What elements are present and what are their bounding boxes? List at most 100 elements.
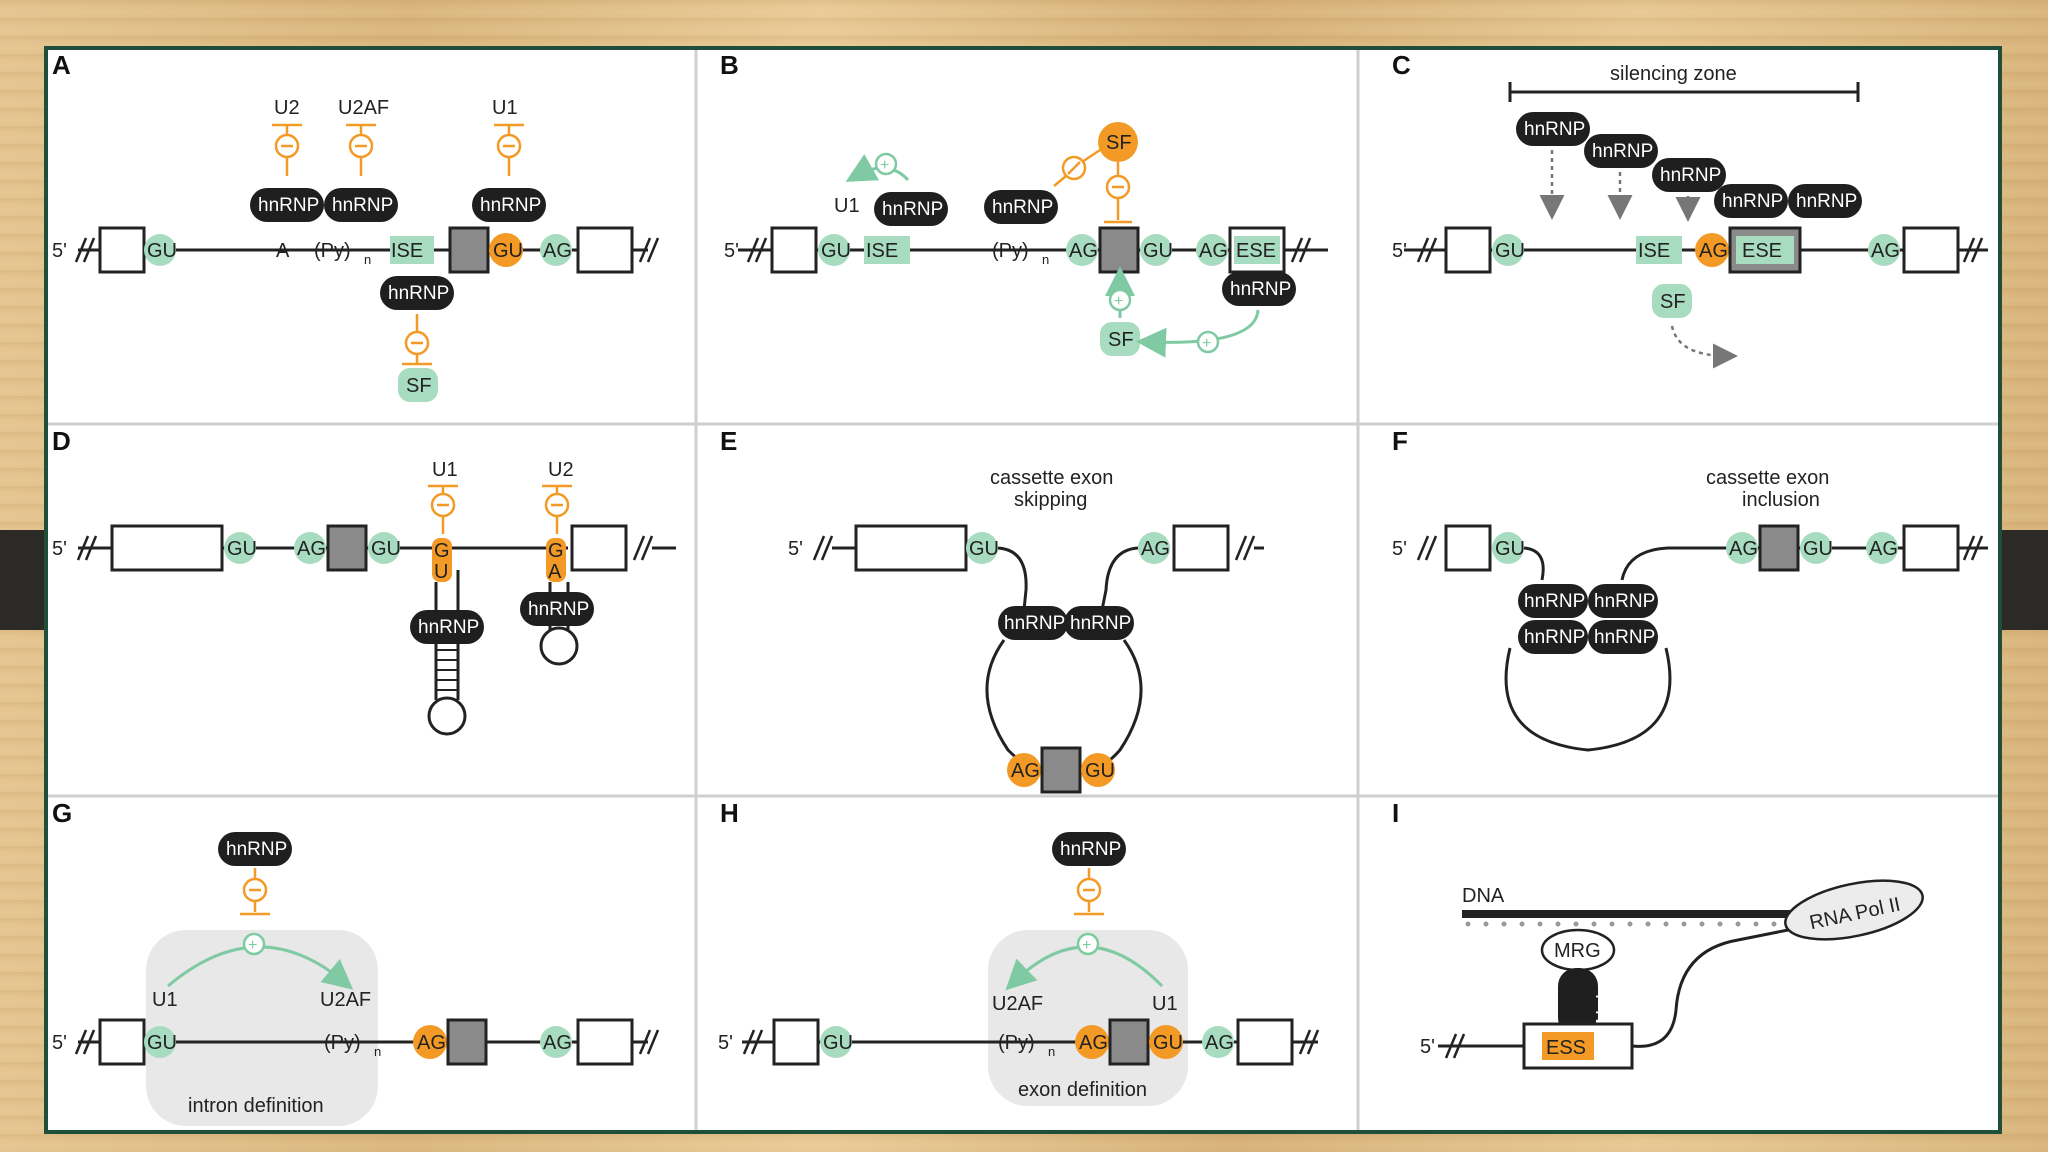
panel-a-label: A [52,50,71,80]
svg-text:GU: GU [1495,240,1525,262]
svg-text:GU: GU [1153,1032,1183,1054]
svg-text:silencing zone: silencing zone [1610,63,1737,85]
svg-text:5': 5' [1392,240,1407,262]
alternative-exon [448,226,490,274]
svg-text:hnRNP: hnRNP [1524,591,1585,612]
svg-text:U: U [434,561,448,583]
svg-text:G: G [548,540,564,562]
svg-text:AG: AG [1699,240,1728,262]
svg-text:+: + [1082,937,1091,954]
svg-text:GU: GU [1803,538,1833,560]
svg-text:n: n [364,252,371,267]
svg-text:U1: U1 [834,195,860,217]
svg-text:GU: GU [147,1032,177,1054]
svg-text:SF: SF [406,375,432,397]
svg-text:GU: GU [147,240,177,262]
svg-text:+: + [1114,293,1123,310]
svg-text:hnRNP: hnRNP [1060,839,1121,860]
svg-text:GU: GU [371,538,401,560]
svg-text:exon definition: exon definition [1018,1079,1147,1101]
svg-text:5': 5' [724,240,739,262]
svg-text:hnRNP: hnRNP [1594,591,1655,612]
panel-dividers [48,50,1998,1130]
svg-text:+: + [880,157,889,174]
svg-text:+: + [248,937,257,954]
panel-d: D 5' GU AG GU G U G A U1 [52,426,676,736]
svg-text:U2: U2 [274,97,300,119]
svg-text:GU: GU [1143,240,1173,262]
svg-text:AG: AG [1141,538,1170,560]
intron-definition-zone [146,930,378,1126]
splicing-regulation-figure: A 5' GU A (Py) n ISE GU AG U2 U2AF U1 hn… [48,50,1998,1130]
svg-text:AG: AG [543,1032,572,1054]
svg-text:MRG: MRG [1554,940,1601,962]
svg-text:n: n [374,1044,381,1059]
panel-i: I DNA RNA Pol II MRG PTB 5' ESS [1392,798,1924,1070]
svg-text:DNA: DNA [1462,885,1505,907]
svg-text:GU: GU [823,1032,853,1054]
svg-text:GU: GU [1085,760,1115,782]
panel-c-label: C [1392,50,1411,80]
svg-text:GU: GU [227,538,257,560]
svg-text:hnRNP: hnRNP [258,195,319,216]
svg-text:inclusion: inclusion [1742,489,1820,511]
svg-text:ESS: ESS [1546,1037,1586,1059]
svg-text:AG: AG [1871,240,1900,262]
svg-text:ISE: ISE [1638,240,1670,262]
svg-text:n: n [1048,1044,1055,1059]
svg-text:A: A [548,561,562,583]
svg-text:U2AF: U2AF [338,97,389,119]
svg-text:SF: SF [1106,132,1132,154]
svg-text:hnRNP: hnRNP [1230,279,1291,300]
svg-text:hnRNP: hnRNP [1660,165,1721,186]
svg-text:ESE: ESE [1236,240,1276,262]
svg-text:AG: AG [1729,538,1758,560]
svg-text:(Py): (Py) [324,1032,361,1054]
svg-text:GU: GU [493,240,523,262]
svg-text:hnRNP: hnRNP [1004,613,1065,634]
svg-text:5': 5' [52,1032,67,1054]
svg-text:U1: U1 [492,97,518,119]
svg-text:AG: AG [1079,1032,1108,1054]
svg-text:n: n [1042,252,1049,267]
svg-text:hnRNP: hnRNP [528,599,589,620]
svg-text:hnRNP: hnRNP [1592,141,1653,162]
svg-text:GU: GU [1495,538,1525,560]
left-side-bar [0,530,46,630]
svg-text:hnRNP: hnRNP [418,617,479,638]
exon-box [98,226,146,274]
svg-text:hnRNP: hnRNP [1796,191,1857,212]
svg-text:AG: AG [543,240,572,262]
svg-text:(Py): (Py) [314,240,351,262]
svg-text:hnRNP: hnRNP [1722,191,1783,212]
svg-text:5': 5' [1392,538,1407,560]
panel-b-label: B [720,50,739,80]
panel-f: F cassette exon inclusion 5' GU AG GU AG… [1392,426,1988,752]
svg-text:(Py): (Py) [998,1032,1035,1054]
svg-text:GU: GU [969,538,999,560]
svg-text:hnRNP: hnRNP [1524,119,1585,140]
svg-text:hnRNP: hnRNP [226,839,287,860]
svg-text:ISE: ISE [866,240,898,262]
svg-text:SF: SF [1108,329,1134,351]
svg-text:U2AF: U2AF [320,989,371,1011]
svg-text:hnRNP: hnRNP [1594,627,1655,648]
panel-e-label: E [720,426,737,456]
svg-text:AG: AG [1199,240,1228,262]
svg-text:U1: U1 [1152,993,1178,1015]
panel-g-label: G [52,798,72,828]
svg-text:cassette exon: cassette exon [990,467,1113,489]
svg-text:AG: AG [1069,240,1098,262]
right-side-bar [2002,530,2048,630]
svg-text:AG: AG [1869,538,1898,560]
svg-text:intron definition: intron definition [188,1095,324,1117]
svg-text:5': 5' [788,538,803,560]
svg-text:cassette exon: cassette exon [1706,467,1829,489]
svg-text:5': 5' [52,538,67,560]
svg-text:U1: U1 [432,459,458,481]
svg-text:PTB: PTB [1591,994,1612,1031]
svg-text:hnRNP: hnRNP [480,195,541,216]
gu-site [144,234,176,266]
panel-f-label: F [1392,426,1408,456]
svg-text:hnRNP: hnRNP [992,197,1053,218]
